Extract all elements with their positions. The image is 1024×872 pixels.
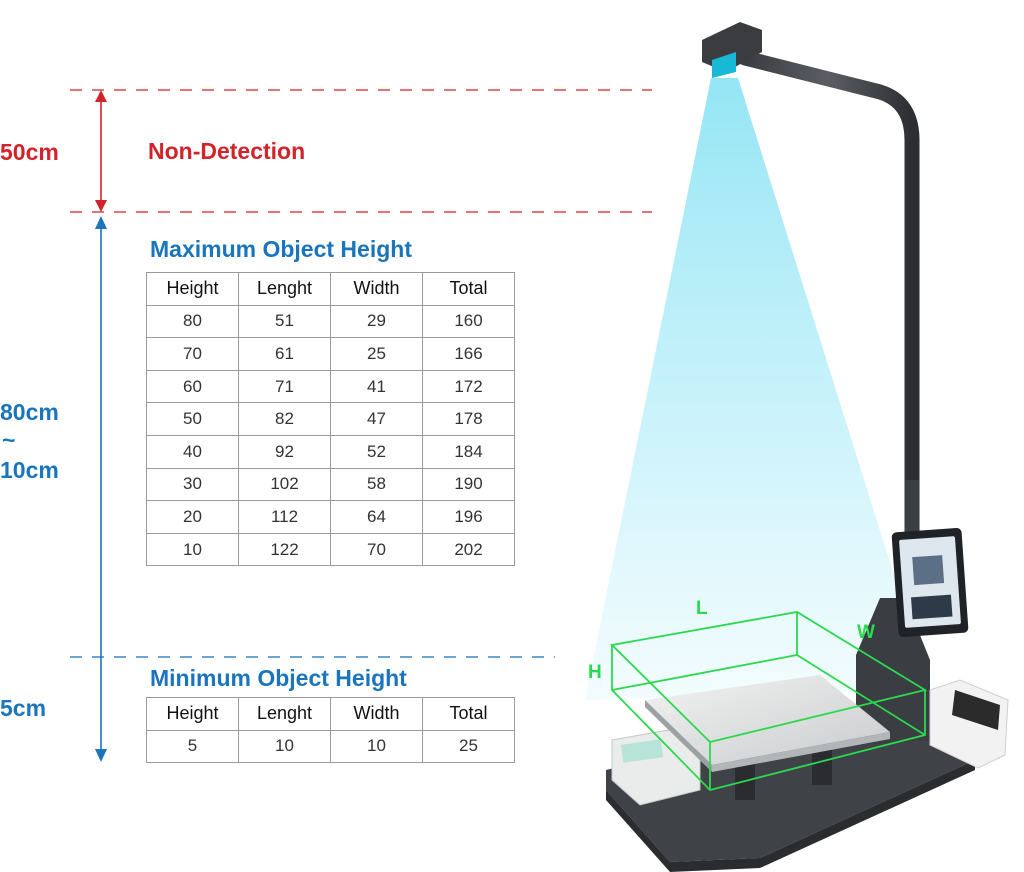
cell-width: 10: [330, 729, 423, 764]
cell-width: 29: [330, 304, 423, 339]
cell-width: 25: [330, 337, 423, 371]
cell-height: 80: [146, 304, 239, 339]
cell-height: 70: [146, 337, 239, 371]
cell-total: 172: [422, 369, 515, 404]
cell-width: 41: [330, 369, 423, 404]
table-header-row: Height Lenght Width Total: [146, 272, 515, 306]
table-row: 50 82 47 178: [146, 402, 515, 436]
cell-total: 166: [422, 337, 515, 371]
header-length: Lenght: [238, 697, 331, 731]
table-row: 80 51 29 160: [146, 304, 515, 339]
cell-total: 178: [422, 402, 515, 436]
object-bounding-box: [610, 611, 928, 792]
cell-total: 25: [422, 729, 515, 764]
detection-range-arrow: [95, 216, 107, 762]
cell-total: 184: [422, 434, 515, 469]
cell-width: 70: [330, 532, 423, 567]
sensor-pole: [737, 50, 920, 548]
scale-indicator: [611, 727, 701, 806]
cell-height: 5: [146, 729, 239, 764]
detection-range-separator: ~: [2, 427, 16, 453]
cell-height: 40: [146, 434, 239, 469]
non-detection-label: Non-Detection: [148, 138, 306, 164]
cell-length: 71: [238, 369, 331, 404]
box-length-label: L: [696, 598, 708, 619]
cell-length: 82: [238, 402, 331, 436]
cell-length: 51: [238, 304, 331, 339]
cell-length: 112: [238, 500, 331, 534]
cell-total: 190: [422, 467, 515, 502]
sensor-beam: [585, 78, 930, 700]
table-row: 5 10 10 25: [146, 729, 515, 764]
header-width: Width: [330, 697, 423, 731]
header-width: Width: [330, 272, 423, 306]
cell-total: 196: [422, 500, 515, 534]
detection-range-max: 80cm: [0, 399, 59, 425]
min-object-height-table: Height Lenght Width Total 5 10 10 25: [146, 697, 515, 764]
cell-length: 102: [238, 467, 331, 502]
weighing-plate: [645, 675, 890, 765]
table-row: 30 102 58 190: [146, 467, 515, 502]
table-header-row: Height Lenght Width Total: [146, 697, 515, 731]
table-row: 60 71 41 172: [146, 369, 515, 404]
cell-width: 47: [330, 402, 423, 436]
header-total: Total: [422, 697, 515, 731]
header-length: Lenght: [238, 272, 331, 306]
cell-height: 20: [146, 500, 239, 534]
cell-height: 10: [146, 532, 239, 567]
table-row: 40 92 52 184: [146, 434, 515, 469]
non-detection-distance: 50cm: [0, 139, 59, 165]
detection-range-min: 10cm: [0, 457, 59, 483]
table-row: 70 61 25 166: [146, 337, 515, 371]
header-height: Height: [146, 697, 239, 731]
box-height-label: H: [588, 662, 602, 683]
header-height: Height: [146, 272, 239, 306]
cell-total: 202: [422, 532, 515, 567]
header-total: Total: [422, 272, 515, 306]
non-detection-arrow: [95, 90, 107, 212]
table-row: 10 122 70 202: [146, 532, 515, 567]
cell-length: 61: [238, 337, 331, 371]
cell-length: 92: [238, 434, 331, 469]
max-object-height-table: Height Lenght Width Total 80 51 29 160 7…: [146, 272, 515, 567]
cell-height: 60: [146, 369, 239, 404]
cell-width: 58: [330, 467, 423, 502]
cell-height: 30: [146, 467, 239, 502]
box-width-label: W: [857, 622, 875, 643]
cell-width: 64: [330, 500, 423, 534]
cell-total: 160: [422, 304, 515, 339]
device-base: [606, 705, 975, 862]
min-table-title: Minimum Object Height: [150, 665, 407, 691]
tablet-screen: [891, 528, 969, 637]
label-printer: [929, 679, 1009, 769]
cell-width: 52: [330, 434, 423, 469]
table-row: 20 112 64 196: [146, 500, 515, 534]
cell-length: 10: [238, 729, 331, 764]
min-height-distance: 5cm: [0, 695, 47, 721]
cell-length: 122: [238, 532, 331, 567]
cell-height: 50: [146, 402, 239, 436]
max-table-title: Maximum Object Height: [150, 236, 412, 262]
